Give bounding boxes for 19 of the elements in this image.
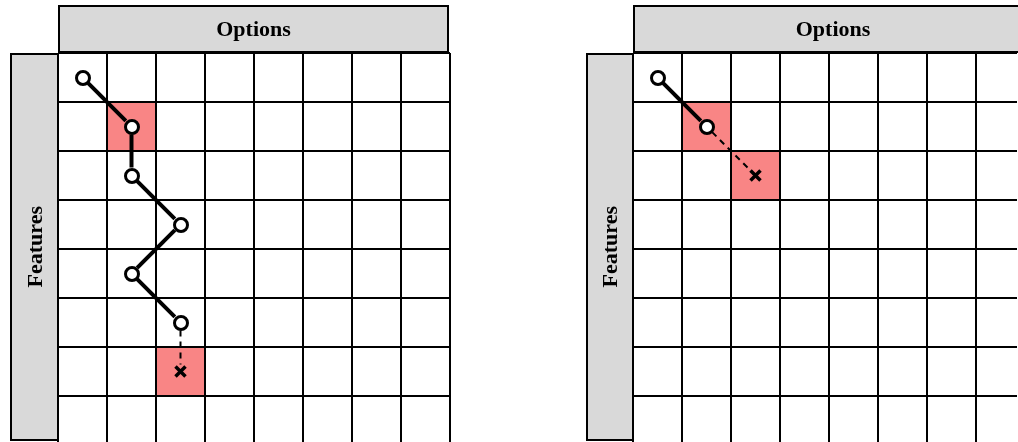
connector-line xyxy=(661,81,703,123)
cross-mark xyxy=(748,168,763,183)
waypoint-circle xyxy=(649,69,666,86)
connector-line xyxy=(129,134,134,168)
column-header: Options xyxy=(633,5,1018,53)
waypoint-circle xyxy=(123,167,140,184)
connector-line xyxy=(135,277,177,319)
waypoint-circle xyxy=(172,314,189,331)
connector-line xyxy=(86,81,128,123)
waypoint-circle xyxy=(172,216,189,233)
connector-line xyxy=(135,179,177,221)
row-header: Features xyxy=(586,53,634,441)
column-header: Options xyxy=(58,5,449,53)
row-header: Features xyxy=(10,53,59,441)
waypoint-circle xyxy=(123,265,140,282)
dashed-connector xyxy=(179,329,182,366)
waypoint-circle xyxy=(74,69,91,86)
cross-mark xyxy=(173,364,188,379)
connector-line xyxy=(135,228,177,270)
